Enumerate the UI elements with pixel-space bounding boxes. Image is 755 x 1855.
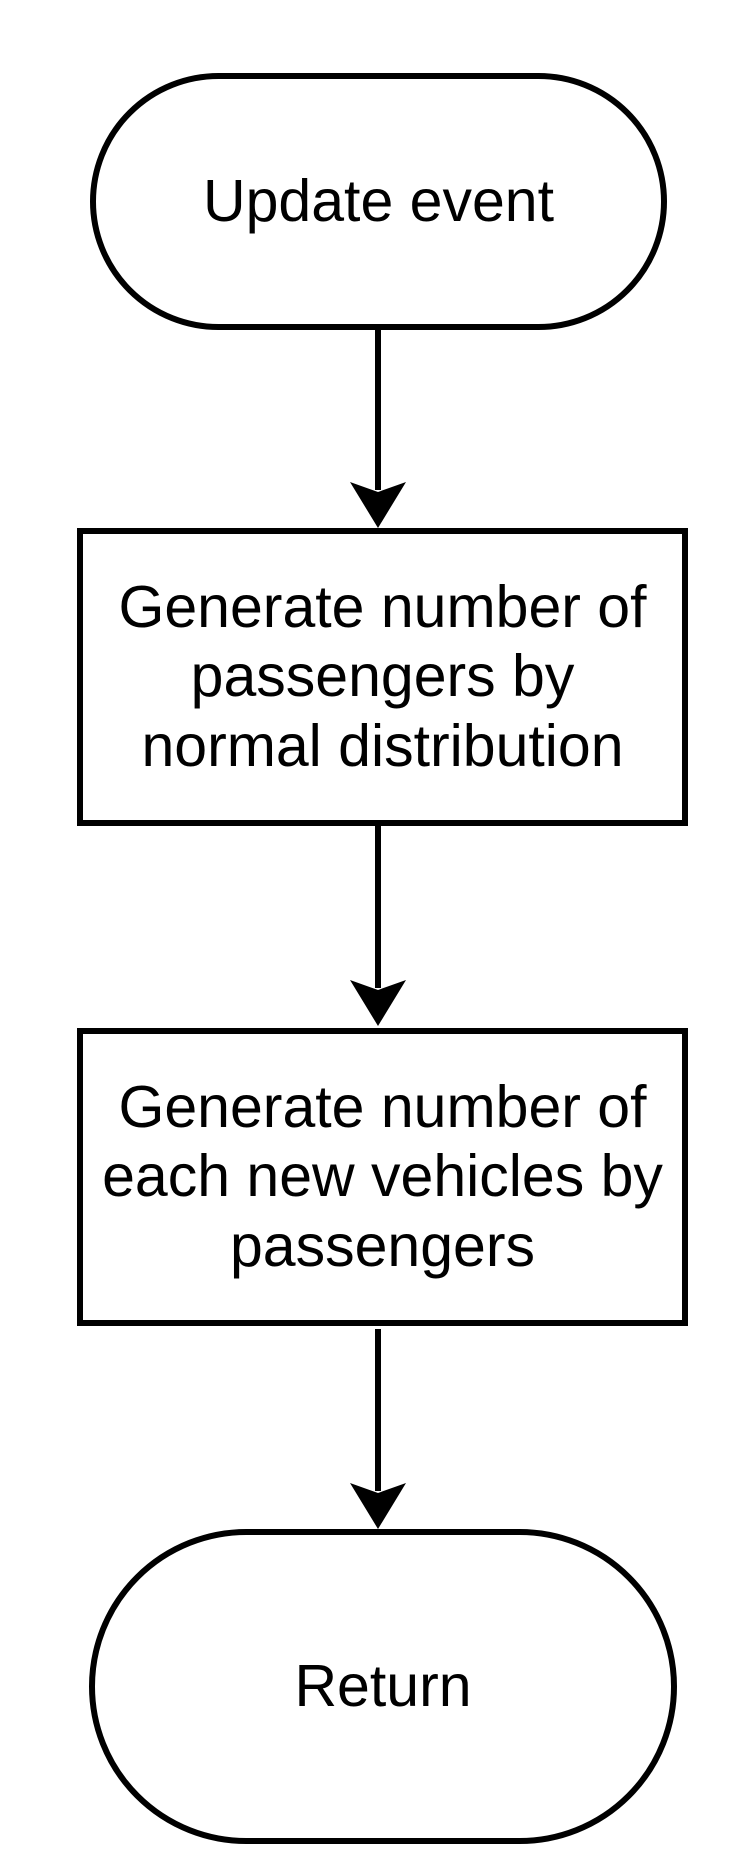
arrowhead-icon (350, 482, 406, 528)
process-node-generate-vehicles: Generate number of each new vehicles by … (77, 1028, 688, 1326)
node-label-generate-passengers: Generate number of passengers by normal … (118, 573, 647, 779)
node-label-return: Return (294, 1652, 472, 1719)
arrowhead-icon (350, 980, 406, 1026)
terminator-node-return: Return (89, 1529, 677, 1844)
node-label-update-event: Update event (203, 167, 554, 234)
flow-arrow-process1-to-process2 (350, 826, 406, 1026)
flow-arrow-process2-to-end (350, 1329, 406, 1529)
node-label-generate-vehicles: Generate number of each new vehicles by … (102, 1073, 663, 1279)
arrowhead-icon (350, 1483, 406, 1529)
process-node-generate-passengers: Generate number of passengers by normal … (77, 528, 688, 826)
terminator-node-update-event: Update event (90, 73, 667, 330)
flow-arrow-start-to-process1 (350, 328, 406, 528)
